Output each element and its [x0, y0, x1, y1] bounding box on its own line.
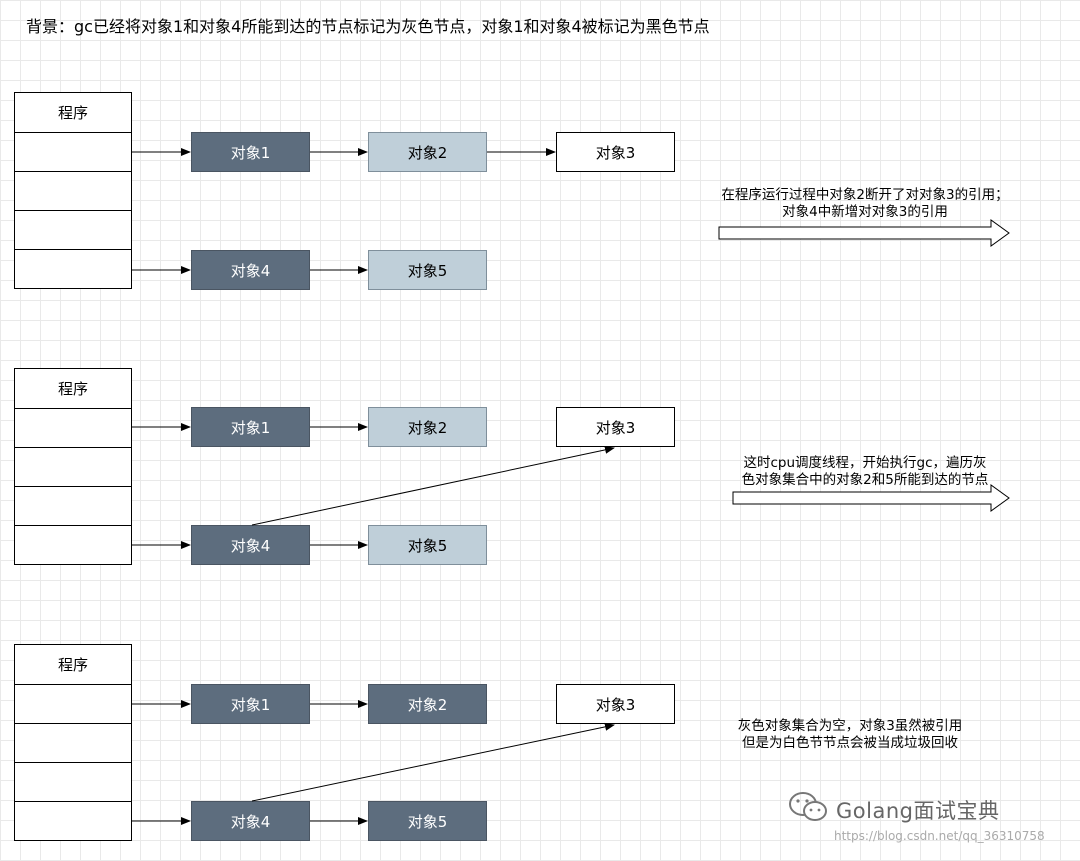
watermark-url: https://blog.csdn.net/qq_36310758 — [834, 829, 1045, 843]
program-row — [15, 171, 131, 210]
program-label: 程序 — [57, 104, 88, 122]
program-row — [15, 762, 131, 801]
panel1-note: 在程序运行过程中对象2断开了对对象3的引用； 对象4中新增对对象3的引用 — [715, 187, 1015, 221]
panel2-object-5: 对象5 — [368, 525, 487, 565]
panel1-object-4: 对象4 — [191, 250, 310, 290]
note-line: 但是为白色节节点会被当成垃圾回收 — [742, 735, 958, 751]
step-arrow-1 — [718, 219, 1010, 247]
program-block-2: 程序 — [14, 368, 132, 565]
panel2-note: 这时cpu调度线程，开始执行gc，遍历灰 色对象集合中的对象2和5所能到达的节点 — [715, 455, 1015, 489]
note-line: 对象4中新增对对象3的引用 — [782, 204, 948, 220]
program-label: 程序 — [57, 380, 88, 398]
program-block-3: 程序 — [14, 644, 132, 841]
program-row — [15, 723, 131, 762]
note-line: 色对象集合中的对象2和5所能到达的节点 — [741, 472, 989, 488]
panel3-object-4: 对象4 — [191, 801, 310, 841]
panel3-object-1: 对象1 — [191, 684, 310, 724]
panel1-object-1: 对象1 — [191, 132, 310, 172]
panel3-object-2: 对象2 — [368, 684, 487, 724]
program-label: 程序 — [57, 656, 88, 674]
panel3-note: 灰色对象集合为空，对象3虽然被引用 但是为白色节节点会被当成垃圾回收 — [700, 718, 1000, 752]
edge-obj4-obj3 — [251, 445, 615, 526]
note-line: 这时cpu调度线程，开始执行gc，遍历灰 — [743, 455, 987, 471]
panel2-object-2: 对象2 — [368, 407, 487, 447]
step-arrow-2 — [732, 484, 1010, 512]
edge-obj4-obj3 — [251, 722, 615, 802]
program-row — [15, 447, 131, 486]
panel2-object-3: 对象3 — [556, 407, 675, 447]
page-title: 背景：gc已经将对象1和对象4所能到达的节点标记为灰色节点，对象1和对象4被标记… — [26, 17, 710, 36]
panel2-object-1: 对象1 — [191, 407, 310, 447]
program-row — [15, 132, 131, 171]
panel1-object-3: 对象3 — [556, 132, 675, 172]
wechat-icon — [789, 792, 827, 821]
watermark-brand: Golang面试宝典 — [836, 799, 1000, 823]
panel2-object-4: 对象4 — [191, 525, 310, 565]
panel3-object-3: 对象3 — [556, 684, 675, 724]
program-row — [15, 684, 131, 723]
note-line: 灰色对象集合为空，对象3虽然被引用 — [737, 718, 963, 734]
panel1-object-5: 对象5 — [368, 250, 487, 290]
program-row — [15, 525, 131, 564]
panel3-object-5: 对象5 — [368, 801, 487, 841]
program-row — [15, 210, 131, 249]
note-line: 在程序运行过程中对象2断开了对对象3的引用； — [721, 187, 1009, 203]
panel1-object-2: 对象2 — [368, 132, 487, 172]
program-row — [15, 486, 131, 525]
program-row — [15, 249, 131, 288]
program-row — [15, 408, 131, 447]
program-row — [15, 801, 131, 840]
program-block-1: 程序 — [14, 92, 132, 289]
